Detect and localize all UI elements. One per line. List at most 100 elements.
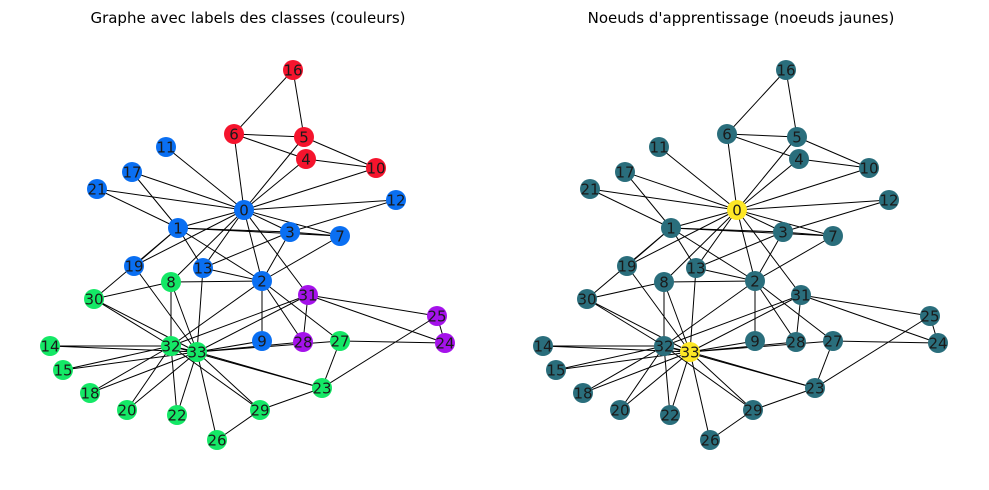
right-node-12 (879, 190, 899, 210)
right-edge-29-32 (663, 345, 754, 411)
right-node-26 (700, 430, 720, 450)
right-edge-22-32 (663, 345, 671, 416)
right-edge-0-31 (736, 209, 802, 296)
right-node-label-27: 27 (823, 333, 842, 351)
right-edge-0-4 (736, 158, 800, 211)
left-edge-8-30 (93, 281, 172, 300)
left-node-9 (252, 331, 272, 351)
left-edge-1-17 (131, 171, 179, 229)
right-node-11 (649, 137, 669, 157)
left-edge-2-7 (261, 235, 341, 282)
right-edge-1-21 (589, 188, 672, 229)
left-node-label-1: 1 (173, 220, 183, 238)
left-node-27 (330, 331, 350, 351)
left-edge-28-33 (196, 341, 304, 353)
left-edge-3-13 (202, 231, 291, 269)
left-edge-2-27 (261, 280, 341, 342)
left-edge-0-13 (202, 209, 245, 269)
right-edge-20-33 (619, 351, 691, 411)
right-edge-0-10 (736, 167, 870, 211)
left-edge-8-33 (170, 281, 198, 353)
right-node-label-33: 33 (680, 344, 699, 362)
right-edge-24-27 (832, 340, 939, 344)
left-edge-2-32 (170, 280, 263, 347)
left-node-label-4: 4 (301, 151, 311, 169)
right-node-30 (577, 289, 597, 309)
left-edge-4-6 (233, 133, 307, 160)
left-edge-0-21 (96, 188, 245, 211)
right-node-label-20: 20 (610, 402, 629, 420)
left-edge-31-33 (196, 294, 309, 353)
left-node-30 (84, 289, 104, 309)
right-node-label-14: 14 (533, 338, 552, 356)
left-edge-0-4 (243, 158, 307, 211)
left-edge-6-16 (233, 69, 294, 135)
right-node-label-18: 18 (573, 385, 592, 403)
left-node-label-14: 14 (40, 338, 59, 356)
left-node-1 (168, 218, 188, 238)
right-edge-8-30 (586, 281, 665, 300)
right-node-15 (546, 360, 566, 380)
right-edge-0-19 (626, 209, 738, 267)
right-edge-5-10 (796, 136, 870, 169)
left-node-label-5: 5 (299, 129, 309, 147)
left-node-label-11: 11 (156, 139, 175, 157)
left-node-3 (280, 222, 300, 242)
left-node-32 (161, 336, 181, 356)
left-edge-0-31 (243, 209, 309, 296)
right-node-24 (928, 333, 948, 353)
right-node-label-12: 12 (879, 192, 898, 210)
left-node-label-27: 27 (330, 333, 349, 351)
left-edge-15-32 (62, 345, 172, 371)
left-node-10 (366, 158, 386, 178)
training-nodes-graph: 0123456789101112131415161718192021222324… (533, 60, 948, 450)
right-node-label-28: 28 (786, 334, 805, 352)
left-node-label-16: 16 (283, 62, 302, 80)
left-node-21 (87, 179, 107, 199)
left-node-label-19: 19 (124, 258, 143, 276)
right-edge-0-17 (624, 171, 738, 211)
left-node-23 (312, 378, 332, 398)
left-node-label-15: 15 (53, 362, 72, 380)
right-edge-2-32 (663, 280, 756, 347)
left-edge-20-32 (126, 345, 172, 411)
right-node-27 (823, 331, 843, 351)
left-node-16 (283, 60, 303, 80)
right-edge-18-32 (582, 345, 665, 394)
left-edge-18-32 (89, 345, 172, 394)
right-edge-15-32 (555, 345, 665, 371)
left-node-25 (427, 306, 447, 326)
left-node-label-33: 33 (187, 344, 206, 362)
right-edge-0-2 (736, 209, 756, 282)
right-edge-2-8 (663, 280, 756, 283)
right-node-label-13: 13 (686, 260, 705, 278)
left-edge-0-5 (243, 136, 305, 211)
left-edge-30-33 (93, 298, 198, 353)
right-edge-5-6 (726, 133, 798, 138)
left-edge-1-2 (177, 227, 263, 282)
right-node-label-30: 30 (577, 291, 596, 309)
right-edge-29-33 (689, 351, 754, 411)
right-edge-8-33 (663, 281, 691, 353)
left-node-15 (53, 360, 73, 380)
right-node-label-15: 15 (546, 362, 565, 380)
right-edge-1-7 (670, 227, 834, 237)
right-node-label-11: 11 (649, 139, 668, 157)
left-edge-23-29 (259, 387, 323, 411)
left-node-label-17: 17 (122, 164, 141, 182)
left-node-label-31: 31 (298, 287, 317, 305)
left-node-19 (124, 256, 144, 276)
left-node-label-9: 9 (257, 333, 267, 351)
left-edge-31-32 (170, 294, 309, 347)
right-node-19 (617, 256, 637, 276)
right-node-20 (610, 400, 630, 420)
left-node-label-23: 23 (312, 380, 331, 398)
left-node-label-25: 25 (427, 308, 446, 326)
left-edge-0-12 (243, 199, 397, 211)
left-node-29 (250, 400, 270, 420)
right-node-label-7: 7 (828, 228, 838, 246)
left-node-label-3: 3 (285, 224, 295, 242)
left-node-20 (117, 400, 137, 420)
right-edge-3-13 (695, 231, 784, 269)
left-node-label-13: 13 (193, 260, 212, 278)
